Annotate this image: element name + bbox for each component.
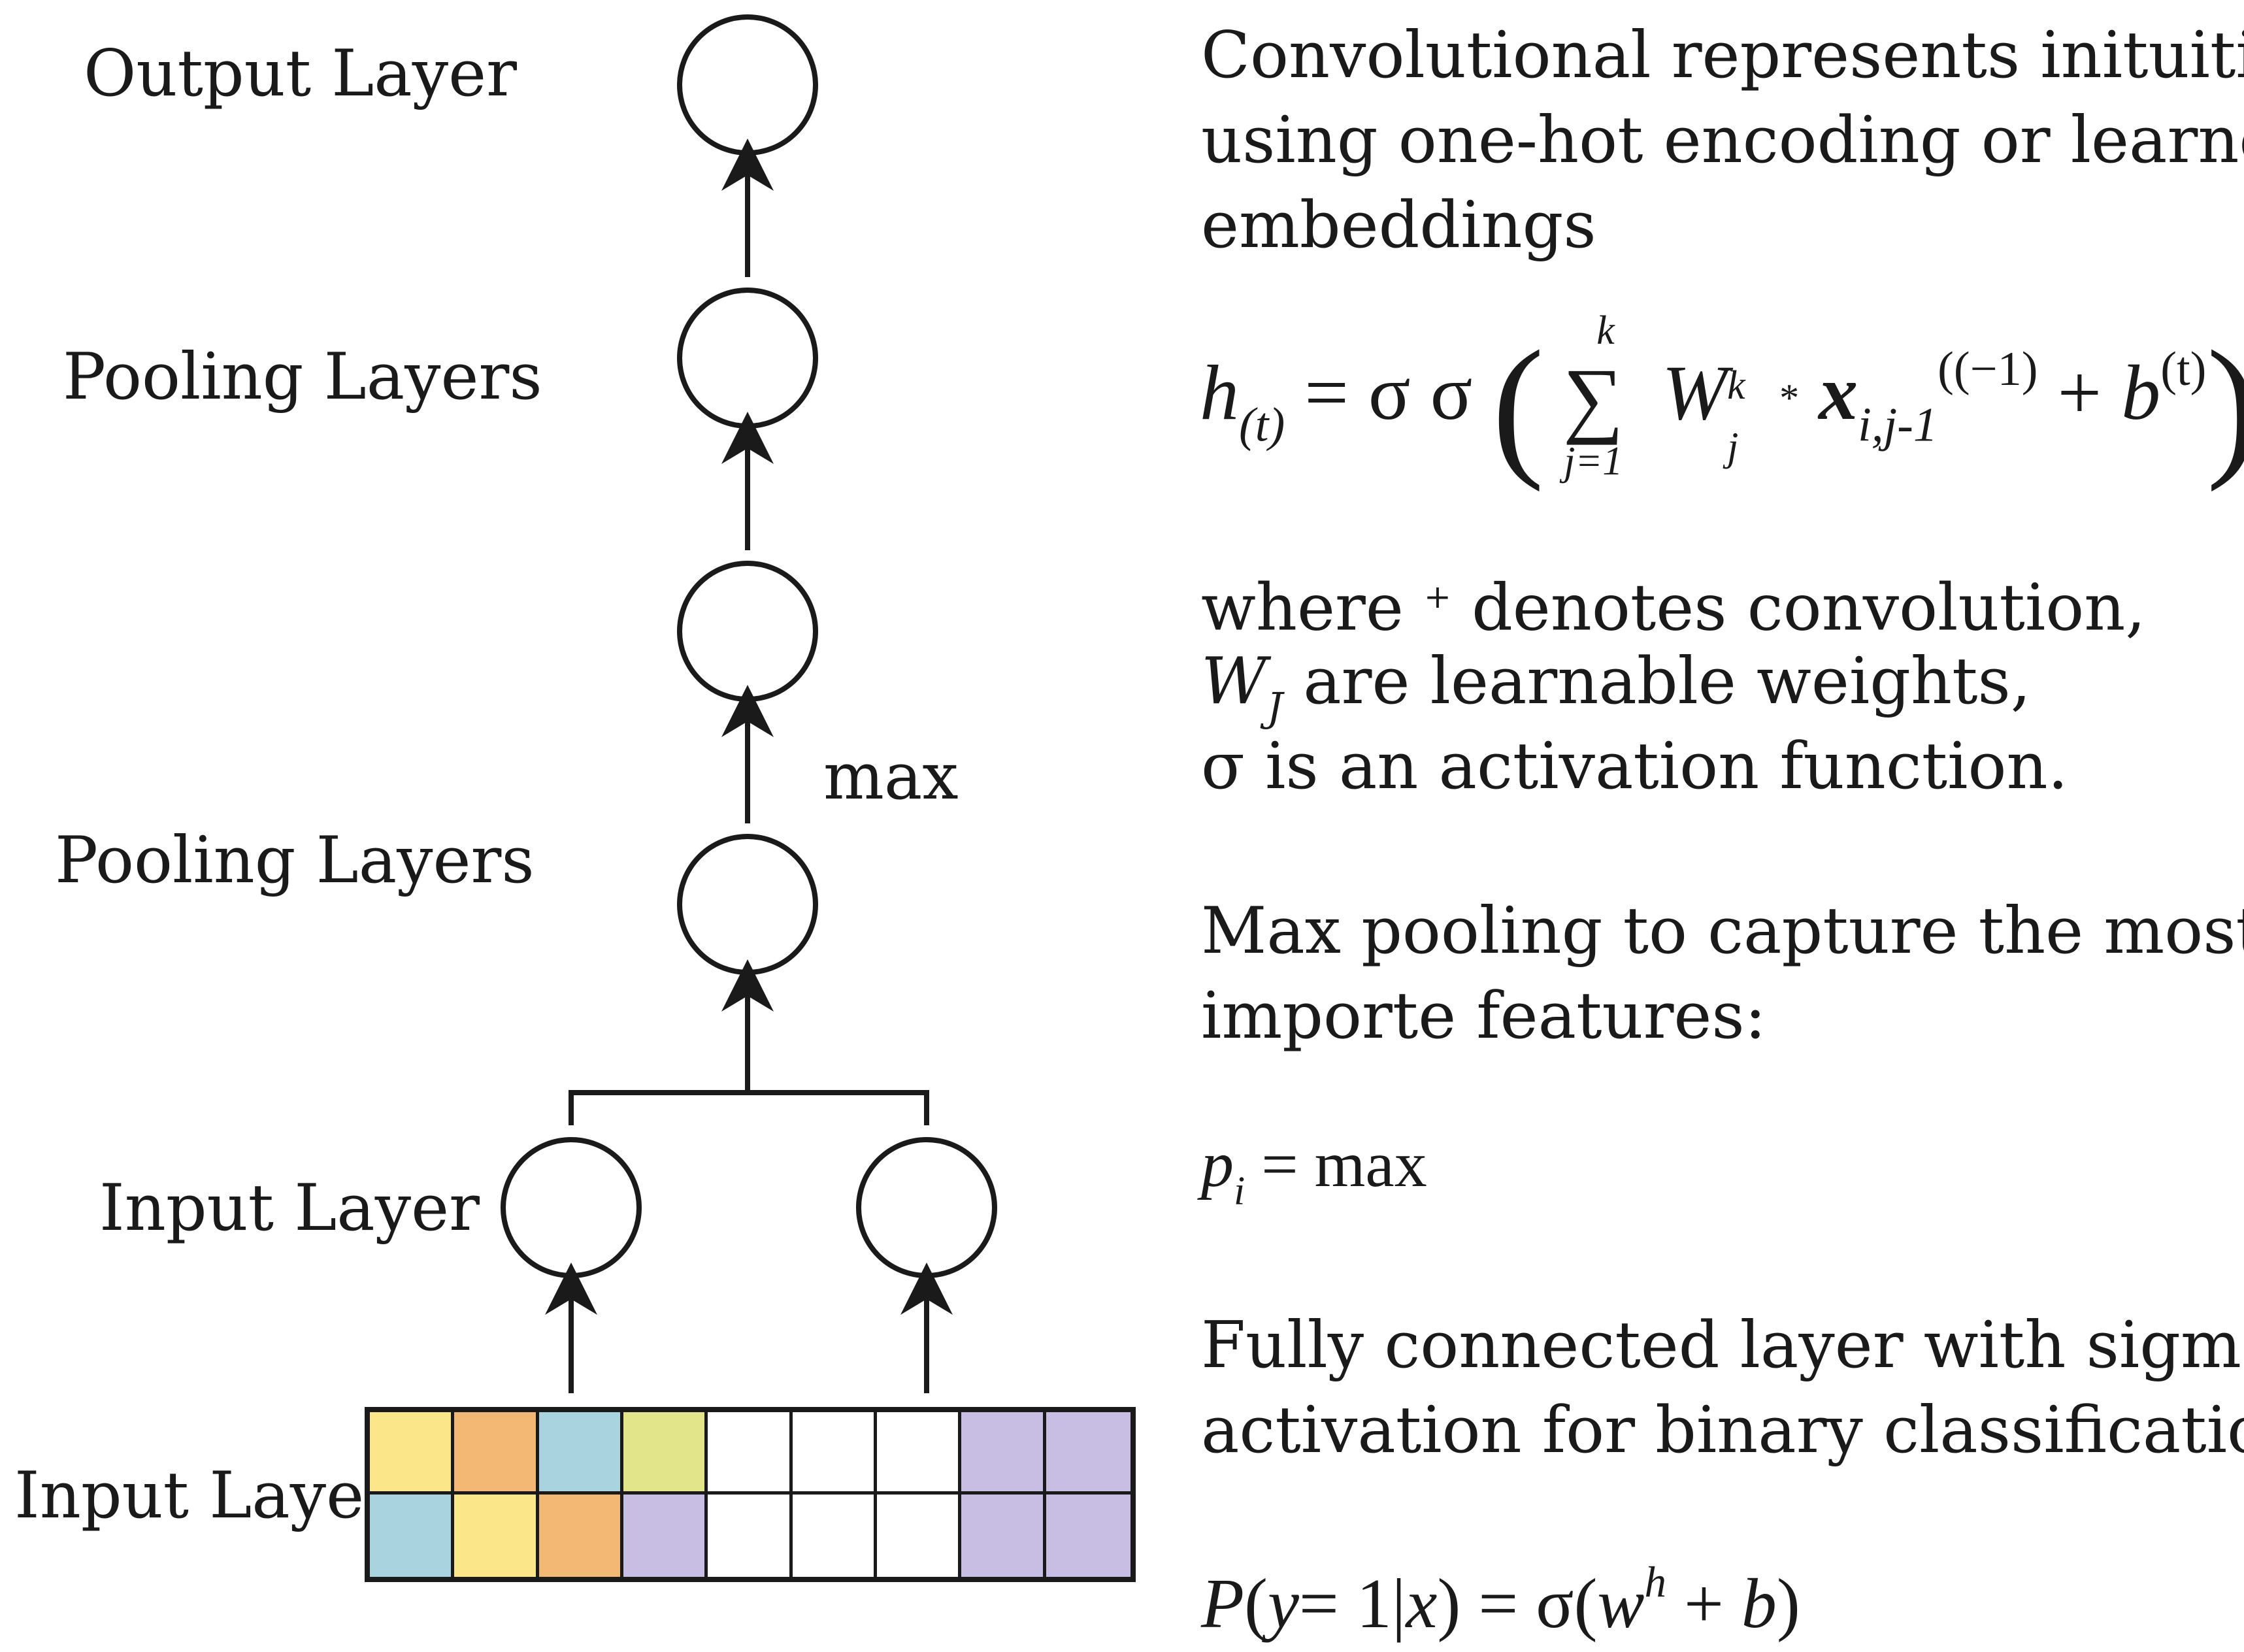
where-sigma: σ bbox=[1201, 729, 1245, 804]
formula-x-sup: ((−1) bbox=[1938, 342, 2038, 396]
formula-plus-sign: + bbox=[1683, 1564, 1724, 1643]
input-grid-cell bbox=[623, 1495, 708, 1577]
input-node-right bbox=[856, 1137, 997, 1278]
formula-sum-bottom: j=1 bbox=[1564, 439, 1623, 484]
formula-open: ( bbox=[1244, 1564, 1268, 1643]
input-grid-cell bbox=[876, 1412, 962, 1495]
formula-x: x bbox=[1819, 349, 1858, 436]
formula-w-sup: k bbox=[1727, 363, 1745, 408]
input-grid-cell bbox=[961, 1412, 1046, 1495]
intro-line: using one-hot encoding or learned bbox=[1201, 103, 2244, 178]
intro-line: embeddings bbox=[1201, 188, 1596, 263]
formula-paren-open: ( bbox=[1492, 318, 1545, 492]
where-w-sub: J bbox=[1266, 685, 1283, 731]
input-grid-cell bbox=[1046, 1495, 1130, 1577]
formula-w-h-sup: h bbox=[1644, 1558, 1666, 1606]
input-grid-cell bbox=[792, 1412, 877, 1495]
formula-P: P bbox=[1201, 1564, 1244, 1643]
formula-p-rest: = max bbox=[1261, 1128, 1427, 1200]
fc-text: Fully connected layer with sigmoid activ… bbox=[1201, 1303, 2244, 1473]
where-line3-rest: is an activation function. bbox=[1265, 729, 2068, 804]
where-line-2: WJ are learnable weights, bbox=[1201, 639, 2146, 731]
input-grid-cell bbox=[538, 1495, 623, 1577]
where-line-3: σ is an activation function. bbox=[1201, 724, 2146, 809]
formula-h: h bbox=[1200, 349, 1239, 436]
formula-p: p bbox=[1201, 1128, 1234, 1200]
hidden-node bbox=[677, 561, 818, 702]
label-max-edge: max bbox=[823, 740, 959, 814]
intro-text: Convolutional represents inituition usin… bbox=[1201, 13, 2244, 268]
where-line1-rest: denotes convolution, bbox=[1472, 570, 2146, 646]
formula-paren-close: ) bbox=[2206, 318, 2244, 492]
formula-eq: = bbox=[1304, 349, 1349, 436]
input-grid-cell bbox=[538, 1412, 623, 1495]
input-grid-cell bbox=[876, 1495, 962, 1577]
formula-sigma: σ σ bbox=[1368, 349, 1473, 436]
pooling-node-lower bbox=[677, 834, 818, 975]
intro-line: Convolutional represents inituition bbox=[1201, 18, 2244, 93]
input-grid-cell bbox=[1046, 1412, 1130, 1495]
merge-bracket bbox=[569, 1090, 929, 1125]
label-pooling-layers-bottom: Pooling Layers bbox=[55, 823, 535, 898]
pool-line: Max pooling to capture the most bbox=[1201, 894, 2244, 968]
formula-b-sup: (t) bbox=[2160, 342, 2207, 396]
input-grid-cell bbox=[454, 1412, 539, 1495]
input-grid bbox=[365, 1407, 1136, 1582]
formula-y: y bbox=[1267, 1564, 1299, 1643]
label-output-layer: Output Layer bbox=[84, 37, 517, 111]
where-star: + bbox=[1424, 578, 1451, 616]
formula-plus: + bbox=[2057, 349, 2102, 436]
formula-sigmoid: P(y= 1|x) = σ(wh + b) bbox=[1201, 1561, 1800, 1640]
input-grid-cell bbox=[708, 1412, 793, 1495]
formula-x-var: x bbox=[1406, 1564, 1438, 1643]
fc-line: Fully connected layer with sigmoid bbox=[1201, 1308, 2244, 1383]
where-word: where bbox=[1201, 570, 1404, 646]
formula-p-sub: i bbox=[1234, 1168, 1246, 1214]
input-grid-cell bbox=[370, 1412, 455, 1495]
pool-text: Max pooling to capture the most importe … bbox=[1201, 889, 2244, 1059]
formula-star: * bbox=[1779, 376, 1800, 420]
input-grid-cell bbox=[708, 1495, 793, 1577]
formula-w: W bbox=[1662, 349, 1728, 436]
formula-x-sub: i,j-1 bbox=[1858, 398, 1938, 452]
label-input-layer-grid: Input Layer bbox=[14, 1459, 395, 1533]
formula-sum-top: k bbox=[1596, 308, 1615, 353]
formula-close-eq: ) = σ( bbox=[1437, 1564, 1598, 1643]
output-node bbox=[677, 14, 818, 156]
input-grid-cell bbox=[370, 1495, 455, 1577]
input-node-left bbox=[501, 1137, 642, 1278]
formula-end: ) bbox=[1776, 1564, 1800, 1643]
input-grid-cell bbox=[792, 1495, 877, 1577]
where-text: where + denotes convolution, WJ are lear… bbox=[1201, 554, 2146, 809]
fc-line: activation for binary classification bbox=[1201, 1393, 2244, 1468]
label-input-layer-nodes: Input Layer bbox=[99, 1171, 480, 1246]
formula-pooling: pi = max bbox=[1201, 1132, 1427, 1212]
formula-w-var: w bbox=[1597, 1564, 1645, 1643]
formula-h-sub: (t) bbox=[1239, 398, 1285, 452]
formula-b: b bbox=[2121, 349, 2161, 436]
input-grid-cell bbox=[623, 1412, 708, 1495]
where-line-1: where + denotes convolution, bbox=[1201, 554, 2146, 646]
where-w: W bbox=[1201, 644, 1267, 719]
input-grid-cell bbox=[961, 1495, 1046, 1577]
pooling-node-upper bbox=[677, 288, 818, 429]
input-grid-cell bbox=[454, 1495, 539, 1577]
formula-b-var: b bbox=[1741, 1564, 1777, 1643]
formula-sum: ∑ bbox=[1562, 352, 1624, 446]
formula-w-sub: j bbox=[1727, 425, 1739, 469]
pool-line: importe features: bbox=[1201, 979, 1766, 1053]
formula-eq1: = 1| bbox=[1298, 1564, 1406, 1643]
where-line2-rest: are learnable weights, bbox=[1303, 644, 2031, 719]
label-pooling-layers-top: Pooling Layers bbox=[63, 340, 542, 414]
